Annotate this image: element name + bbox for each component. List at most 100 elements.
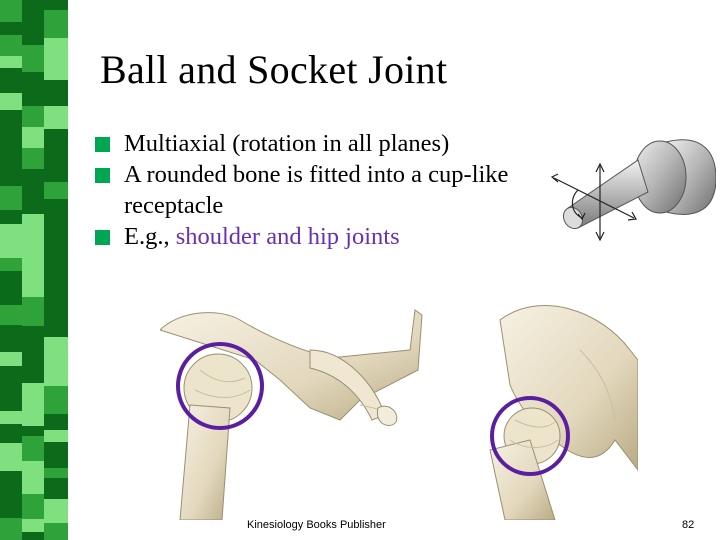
stripe-block (0, 493, 22, 518)
stripe-block (22, 45, 44, 72)
stripe-block (0, 518, 22, 540)
stripe-block (22, 0, 44, 13)
bullet-item: A rounded bone is fitted into a cup-like… (95, 159, 565, 221)
footer-publisher: Kinesiology Books Publisher (247, 519, 386, 531)
square-bullet-icon (95, 168, 110, 183)
bullet-list: Multiaxial (rotation in all planes) A ro… (95, 128, 565, 252)
stripe-block (22, 148, 44, 169)
stripe-block (22, 519, 44, 532)
square-bullet-icon (95, 230, 110, 245)
stripe-block (22, 13, 44, 34)
bullet-highlight-text: shoulder and hip joints (175, 223, 400, 250)
stripe-block (0, 258, 22, 271)
stripe-block (44, 80, 68, 94)
stripe-block (0, 352, 22, 366)
stripe-block (22, 72, 44, 106)
stripe-block (22, 436, 44, 461)
stripe-block (0, 455, 22, 471)
stripe-block (44, 10, 68, 38)
stripe-block (0, 56, 22, 68)
stripe-block (44, 106, 68, 129)
stripe-block (0, 22, 22, 35)
stripe-block (0, 110, 22, 137)
stripe-block (44, 468, 68, 478)
stripe-block (44, 337, 68, 347)
stripe-block (22, 106, 44, 127)
stripe-block (22, 185, 44, 214)
stripe-block (0, 443, 22, 455)
stripe-block (22, 350, 44, 368)
stripe-block (22, 473, 44, 494)
bullet-text: Multiaxial (rotation in all planes) (124, 130, 450, 157)
stripe-block (0, 411, 22, 424)
stripe-block (0, 35, 22, 56)
stripe-block (0, 366, 22, 387)
stripe-block (44, 478, 68, 499)
bullet-text: A rounded bone is fitted into a cup-like… (124, 161, 509, 219)
shoulder-joint-image (160, 309, 423, 520)
square-bullet-icon (95, 137, 110, 152)
stripe-block (44, 315, 68, 337)
stripe-block (0, 210, 22, 224)
stripe-block (44, 160, 68, 182)
stripe-block (0, 224, 22, 258)
stripe-block (44, 210, 68, 225)
shoulder-hip-anatomy-illustration (160, 305, 638, 520)
stripe-block (44, 430, 68, 442)
ball-socket-joint-illustration (550, 139, 716, 242)
stripe-block (22, 410, 44, 426)
bullet-item: E.g., shoulder and hip joints (95, 221, 565, 252)
bullet-text-prefix: E.g., (124, 223, 176, 250)
stripe-block (44, 347, 68, 368)
stripe-block (44, 269, 68, 295)
stripe-block (0, 271, 22, 305)
stripe-block (44, 454, 68, 468)
stripe-block (0, 387, 22, 411)
stripe-block (22, 383, 44, 410)
stripe-block (44, 523, 68, 540)
hip-highlight-circle (490, 396, 570, 476)
stripe-block (22, 426, 44, 436)
bullet-item: Multiaxial (rotation in all planes) (95, 128, 565, 159)
stripe-block (22, 326, 44, 350)
stripe-block (0, 93, 22, 110)
stripe-block (22, 169, 44, 185)
stripe-block (0, 471, 22, 493)
stripe-block (0, 0, 22, 22)
stripe-block (44, 386, 68, 414)
stripe-block (44, 442, 68, 454)
stripe-block (44, 414, 68, 430)
slide-title: Ball and Socket Joint (100, 47, 448, 92)
stripe-block (0, 137, 22, 159)
stripe-block (0, 159, 22, 186)
stripe-block (44, 38, 68, 65)
stripe-block (22, 368, 44, 383)
shoulder-highlight-circle (176, 342, 264, 430)
stripe-block (44, 255, 68, 269)
stripe-block (44, 295, 68, 315)
page-number: 82 (682, 519, 695, 531)
stripe-block (22, 297, 44, 326)
stripe-block (44, 65, 68, 80)
stripe-block (44, 182, 68, 199)
stripe-block (0, 305, 22, 325)
stripe-block (44, 129, 68, 160)
stripe-block (0, 424, 22, 443)
stripe-block (22, 34, 44, 45)
stripe-block (44, 368, 68, 386)
stripe-block (0, 325, 22, 352)
stripe-block (22, 494, 44, 519)
stripe-block (22, 461, 44, 473)
green-stripe-decoration (0, 0, 68, 540)
stripe-block (44, 499, 68, 523)
stripe-block (44, 199, 68, 210)
stripe-block (22, 214, 44, 231)
stripe-block (0, 68, 22, 93)
stripe-block (44, 94, 68, 106)
stripe-block (22, 127, 44, 148)
stripe-block (44, 0, 68, 10)
hip-joint-image (489, 305, 638, 520)
stripe-block (22, 231, 44, 263)
stripe-block (0, 186, 22, 210)
stripe-block (22, 263, 44, 297)
